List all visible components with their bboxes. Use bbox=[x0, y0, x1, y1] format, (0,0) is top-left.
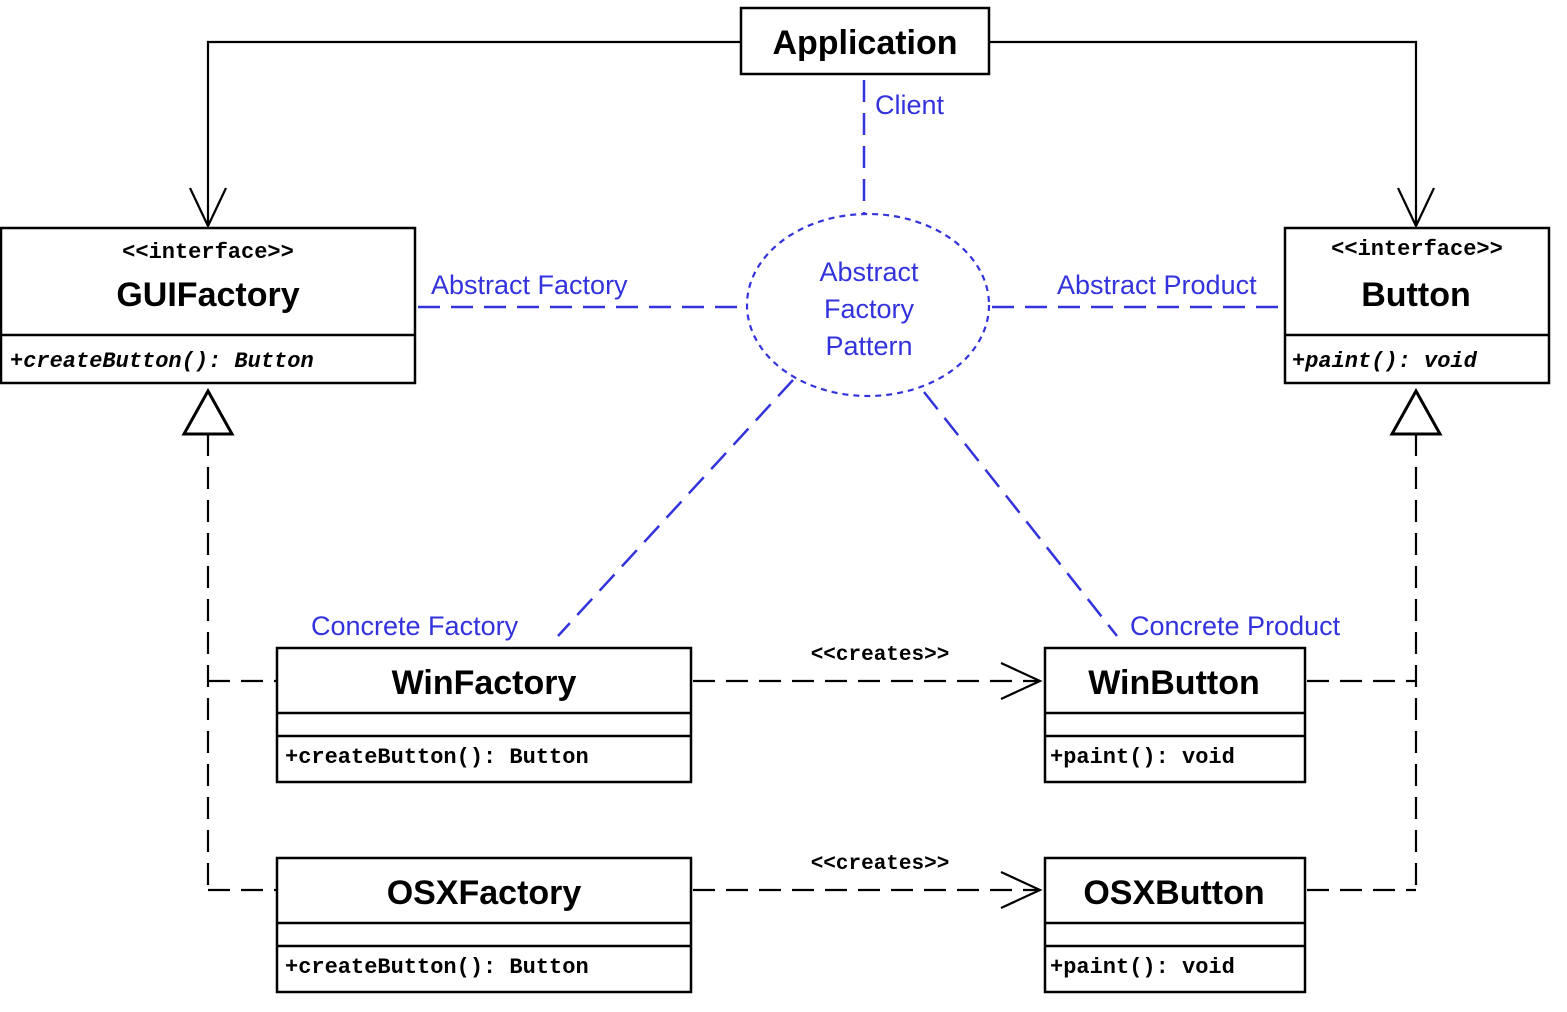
winbutton-operation: +paint(): void bbox=[1050, 745, 1235, 770]
concrete-factory-link bbox=[557, 379, 794, 637]
pattern-label-line2: Factory bbox=[824, 294, 915, 324]
button-interface: <<interface>> Button +paint(): void bbox=[1283, 226, 1551, 385]
button-box bbox=[1283, 226, 1551, 385]
osxbutton-class-name: OSXButton bbox=[1083, 874, 1264, 912]
guifactory-realization-triangle bbox=[181, 387, 235, 436]
guifactory-interface: <<interface>> GUIFactory +createButton()… bbox=[0, 226, 417, 385]
winfactory-class: WinFactory +createButton(): Button bbox=[275, 646, 693, 784]
pattern-label-line1: Abstract bbox=[819, 257, 919, 287]
osxbutton-class: OSXButton +paint(): void bbox=[1043, 856, 1307, 994]
guifactory-class-name: GUIFactory bbox=[116, 276, 299, 314]
realization-lines bbox=[206, 434, 1418, 892]
application-class-name: Application bbox=[772, 24, 957, 62]
application-to-button-line bbox=[989, 40, 1418, 226]
guifactory-arrowhead bbox=[189, 187, 227, 229]
client-label: Client bbox=[875, 90, 945, 120]
osxbutton-box bbox=[1043, 856, 1307, 994]
pattern-label-line3: Pattern bbox=[825, 331, 912, 361]
osxfactory-class-name: OSXFactory bbox=[387, 874, 582, 912]
dependency-lines bbox=[693, 662, 1043, 909]
guifactory-box bbox=[0, 226, 417, 385]
abstract-product-label: Abstract Product bbox=[1057, 270, 1257, 300]
button-arrowhead bbox=[1397, 187, 1435, 229]
winbutton-class: WinButton +paint(): void bbox=[1043, 646, 1307, 784]
winfactory-box bbox=[275, 646, 693, 784]
button-class-name: Button bbox=[1361, 276, 1471, 314]
osxfactory-operation: +createButton(): Button bbox=[285, 955, 589, 980]
osxfactory-class: OSXFactory +createButton(): Button bbox=[275, 856, 693, 994]
osxfactory-creates-label: <<creates>> bbox=[811, 853, 950, 876]
pattern-labels: Abstract Factory Pattern Client Abstract… bbox=[311, 90, 1341, 641]
osxbutton-operation: +paint(): void bbox=[1050, 955, 1235, 980]
winbutton-class-name: WinButton bbox=[1088, 664, 1260, 702]
pattern-ellipse bbox=[745, 212, 991, 398]
winfactory-class-name: WinFactory bbox=[392, 664, 577, 702]
concrete-product-label: Concrete Product bbox=[1130, 611, 1341, 641]
application-box bbox=[739, 6, 991, 76]
button-realization-triangle bbox=[1389, 387, 1443, 436]
abstract-factory-label: Abstract Factory bbox=[431, 270, 628, 300]
guifactory-operation: +createButton(): Button bbox=[10, 349, 314, 374]
concrete-product-link bbox=[923, 391, 1118, 637]
button-stereotype: <<interface>> bbox=[1331, 237, 1503, 262]
winfactory-operation: +createButton(): Button bbox=[285, 745, 589, 770]
application-to-guifactory-line bbox=[206, 40, 741, 226]
button-operation: +paint(): void bbox=[1292, 349, 1478, 374]
guifactory-stereotype: <<interface>> bbox=[122, 240, 294, 265]
application-class: Application bbox=[739, 6, 991, 76]
osxfactory-box bbox=[275, 856, 693, 994]
winfactory-creates-label: <<creates>> bbox=[811, 644, 950, 667]
concrete-factory-label: Concrete Factory bbox=[311, 611, 519, 641]
pattern-annotation-lines bbox=[418, 80, 1282, 637]
association-lines bbox=[189, 40, 1435, 229]
osxbutton-dependency-arrowhead bbox=[1000, 871, 1043, 909]
winbutton-box bbox=[1043, 646, 1307, 784]
winbutton-dependency-arrowhead bbox=[1000, 662, 1043, 700]
